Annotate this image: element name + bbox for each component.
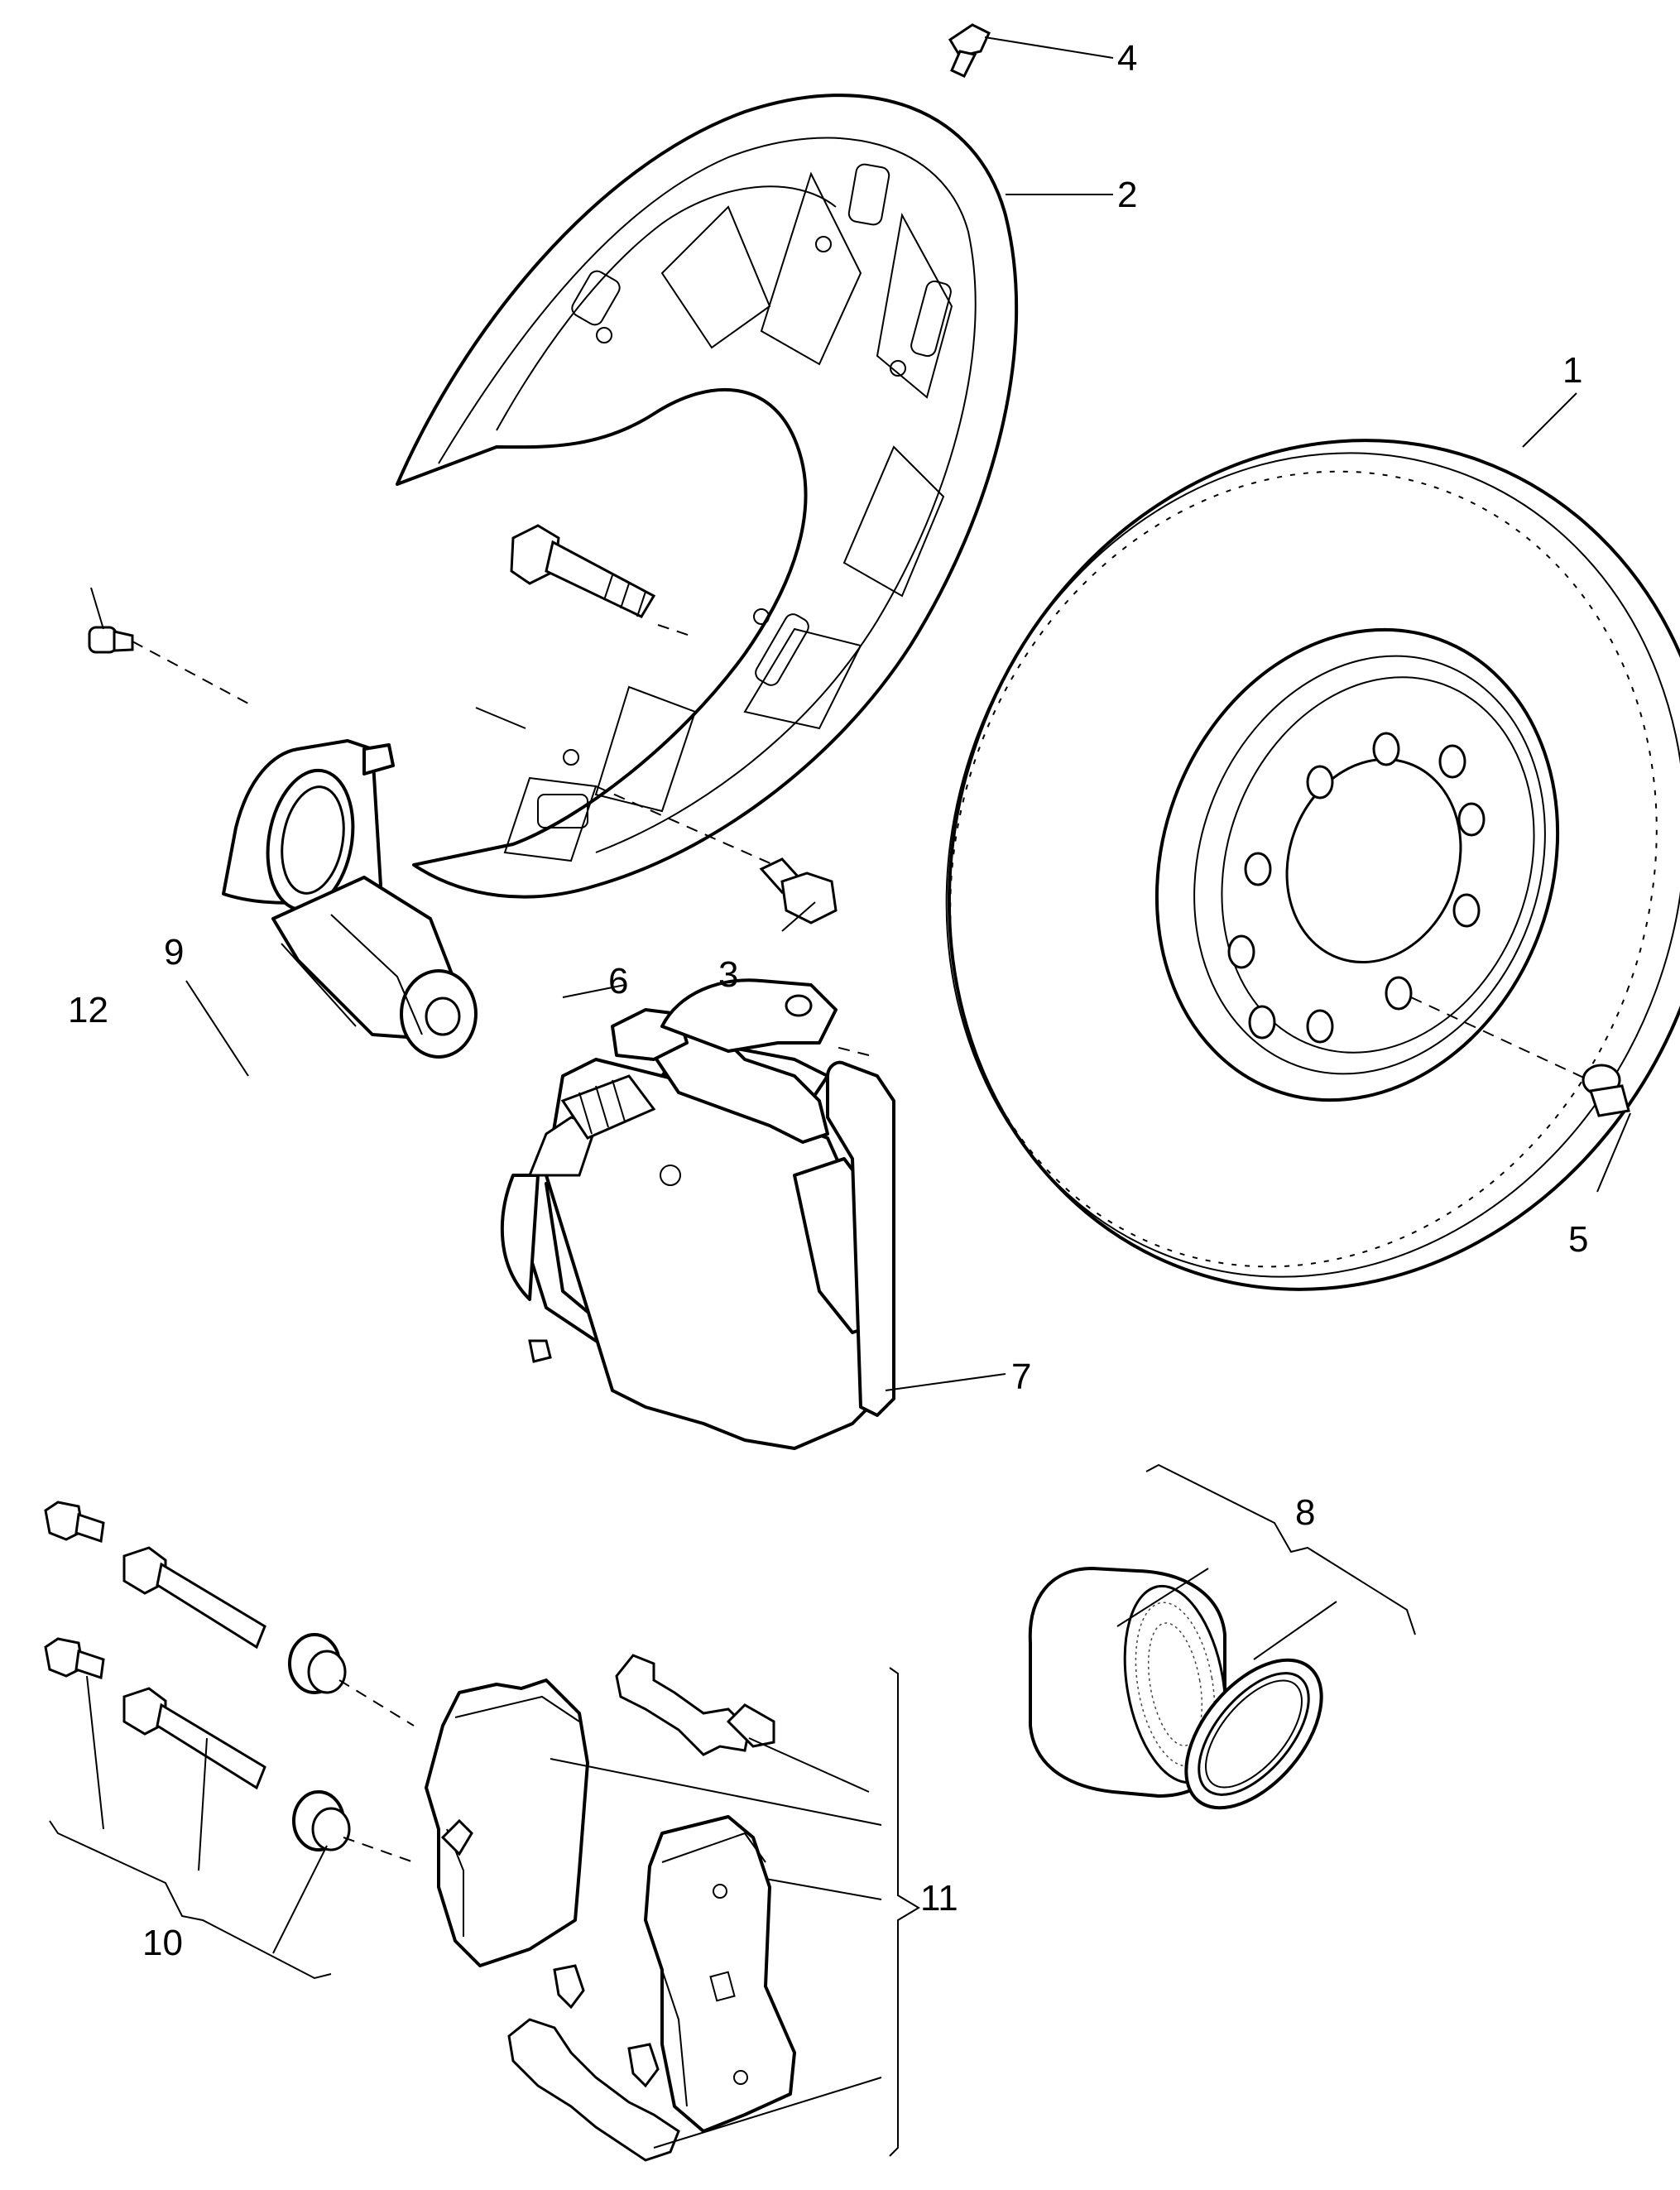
callout-9: 9 xyxy=(164,932,184,973)
disc-screw-5 xyxy=(1582,1064,1630,1117)
shield-bolt-3 xyxy=(759,857,838,925)
callout-1: 1 xyxy=(1562,350,1582,391)
brake-disc xyxy=(945,439,1680,1291)
callout-2: 2 xyxy=(1117,175,1137,215)
pad-clip-upper xyxy=(615,1654,775,1756)
callout-10: 10 xyxy=(142,1923,183,1963)
callout-7: 7 xyxy=(1011,1357,1031,1397)
leader-lines xyxy=(86,36,1631,2149)
callout-6: 6 xyxy=(608,961,628,1001)
caliper-bolt-6 xyxy=(510,524,656,618)
callout-5: 5 xyxy=(1568,1219,1588,1260)
alignment-lines xyxy=(132,624,1590,1863)
screw-4 xyxy=(948,23,991,78)
callout-12: 12 xyxy=(68,990,108,1030)
pad-clip-lower xyxy=(507,1964,680,2162)
brake-pad-inner xyxy=(644,1815,796,2133)
brake-caliper xyxy=(500,978,895,1450)
splash-shield xyxy=(396,94,1019,899)
group-brackets xyxy=(49,1463,1416,2157)
callout-11: 11 xyxy=(920,1878,958,1919)
parking-brake-motor xyxy=(222,739,478,1059)
callout-3: 3 xyxy=(718,954,738,995)
guide-pin-set xyxy=(44,1501,351,1851)
screw-12 xyxy=(88,626,134,654)
callout-4: 4 xyxy=(1117,38,1137,79)
piston-seal xyxy=(1184,1658,1323,1810)
callout-labels: 1 2 3 4 5 6 7 8 9 10 11 12 xyxy=(68,38,1588,1963)
callout-8: 8 xyxy=(1295,1492,1315,1533)
brake-pad-outer xyxy=(425,1679,589,1967)
